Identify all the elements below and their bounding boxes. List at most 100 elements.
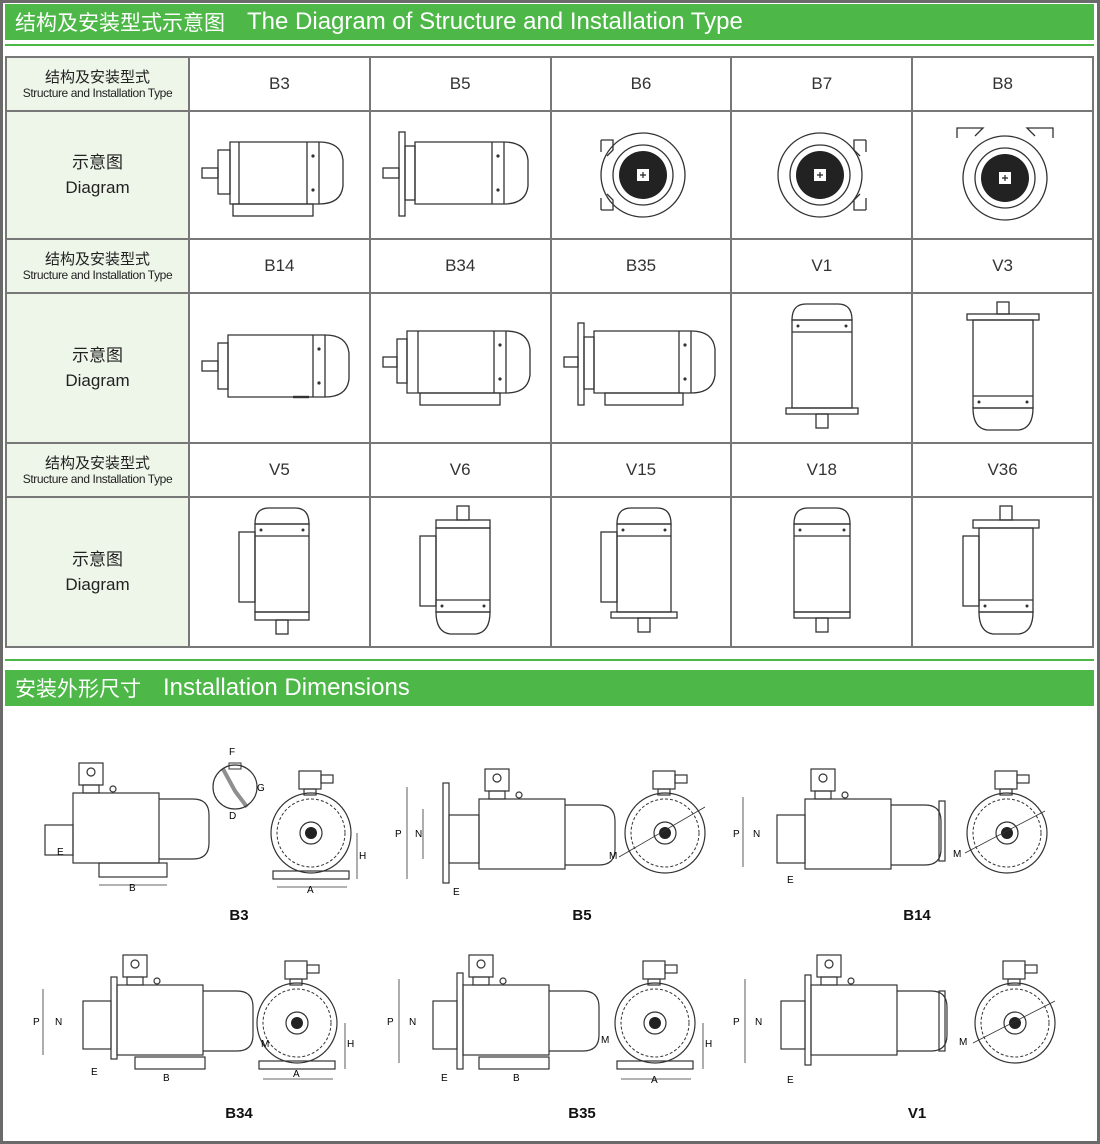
installation-dimensions-panel: E B F G D A H P N E M: [5, 707, 1094, 1135]
motor-vertical-shaftdown-diagram: [785, 303, 859, 429]
motor-endview-wall-diagram: [600, 132, 686, 218]
b14-drawing: P N E M: [733, 768, 1048, 886]
diagram-cell: [188, 292, 371, 444]
motor-endview-wall-diagram: [777, 132, 867, 218]
dim-letter: P: [395, 829, 402, 840]
diagram-label-cell: 示意图 Diagram: [5, 110, 190, 240]
dim-letter: G: [257, 783, 265, 794]
dim-letter: E: [787, 875, 794, 886]
motor-vertical-flange-diagram: [600, 507, 678, 633]
dim-letter: P: [33, 1017, 40, 1028]
diagram-cell: [368, 496, 552, 648]
dim-letter: M: [609, 851, 617, 862]
type-code: V36: [911, 442, 1094, 498]
type-code: B8: [911, 56, 1094, 112]
b3-drawing: E B F G D A H: [44, 747, 366, 896]
caption-b35: B35: [568, 1105, 596, 1122]
dim-letter: P: [733, 1017, 740, 1028]
divider: [5, 659, 1094, 661]
type-code: B7: [730, 56, 914, 112]
dim-letter: D: [229, 811, 236, 822]
dim-letter: M: [261, 1039, 269, 1050]
motor-vertical-wallfoot-up-diagram: [961, 505, 1040, 635]
dim-letter: N: [55, 1017, 62, 1028]
diagram-label-cn: 示意图: [72, 550, 123, 570]
b34-drawing: P N E B A H M: [33, 954, 354, 1084]
diagram-cell: [188, 496, 371, 648]
b35-drawing: P N E B A H M: [387, 954, 712, 1086]
diagram-cell: [911, 110, 1094, 240]
section-header-structure: 结构及安装型式示意图 The Diagram of Structure and …: [5, 4, 1094, 40]
type-code: B3: [188, 56, 371, 112]
type-label-cn: 结构及安装型式: [44, 250, 150, 268]
section-header-dimensions: 安装外形尺寸 Installation Dimensions: [5, 670, 1094, 706]
b5-drawing: P N E M: [395, 768, 706, 898]
diagram-cell: [549, 496, 733, 648]
type-code: V15: [549, 442, 733, 498]
dim-letter: A: [293, 1069, 300, 1080]
divider: [5, 44, 1094, 46]
diagram-label-cn: 示意图: [72, 346, 123, 366]
dim-letter: B: [163, 1073, 170, 1084]
dimension-drawings: E B F G D A H P N E M: [33, 747, 1056, 1086]
type-code: B5: [368, 56, 552, 112]
dim-letter: H: [347, 1039, 354, 1050]
caption-b14: B14: [903, 907, 931, 924]
motor-horizontal-flange-diagram: [382, 131, 529, 217]
diagram-cell: [911, 496, 1094, 648]
type-label-en: Structure and Installation Type: [22, 268, 173, 282]
type-code: B34: [368, 238, 552, 294]
section-title-cn: 结构及安装型式示意图: [15, 11, 225, 35]
section-title-cn: 安装外形尺寸: [15, 677, 141, 701]
motor-vertical-face-diagram: [793, 507, 851, 633]
caption-b5: B5: [572, 907, 592, 924]
dim-letter: E: [441, 1073, 448, 1084]
dim-letter: A: [307, 885, 314, 896]
type-code: B14: [188, 238, 371, 294]
type-label-cn: 结构及安装型式: [44, 68, 150, 86]
type-code: V18: [730, 442, 914, 498]
diagram-label-cn: 示意图: [72, 153, 123, 173]
motor-horizontal-foot-face-diagram: [382, 330, 531, 406]
motor-endview-ceiling-diagram: [955, 127, 1054, 221]
dim-letter: P: [733, 829, 740, 840]
diagram-cell: [911, 292, 1094, 444]
type-label-cn: 结构及安装型式: [44, 454, 150, 472]
dim-letter: N: [409, 1017, 416, 1028]
dim-letter: M: [601, 1035, 609, 1046]
diagram-cell: [368, 110, 552, 240]
diagram-label-cell: 示意图 Diagram: [5, 292, 190, 444]
type-code: V1: [730, 238, 914, 294]
diagram-label-en: Diagram: [65, 371, 130, 390]
type-code: V3: [911, 238, 1094, 294]
caption-b34: B34: [225, 1105, 253, 1122]
type-label-en: Structure and Installation Type: [22, 86, 173, 100]
caption-v1: V1: [907, 1105, 927, 1122]
caption-b3: B3: [229, 907, 249, 924]
dim-letter: E: [57, 847, 64, 858]
diagram-label-en: Diagram: [65, 178, 130, 197]
motor-horizontal-foot-diagram: [201, 141, 345, 217]
diagram-cell: [549, 292, 733, 444]
dim-letter: P: [387, 1017, 394, 1028]
dim-letter: M: [953, 849, 961, 860]
dim-letter: N: [755, 1017, 762, 1028]
motor-horizontal-foot-flange-diagram: [563, 322, 716, 406]
table-row: 示意图 Diagram: [5, 292, 1094, 444]
diagram-cell: [730, 110, 914, 240]
dim-letter: M: [959, 1037, 967, 1048]
dim-letter: E: [91, 1067, 98, 1078]
diagram-cell: [188, 110, 371, 240]
type-code: B6: [549, 56, 733, 112]
dim-letter: B: [129, 883, 136, 894]
section-title-en: The Diagram of Structure and Installatio…: [247, 8, 743, 35]
type-label-en: Structure and Installation Type: [22, 472, 173, 486]
